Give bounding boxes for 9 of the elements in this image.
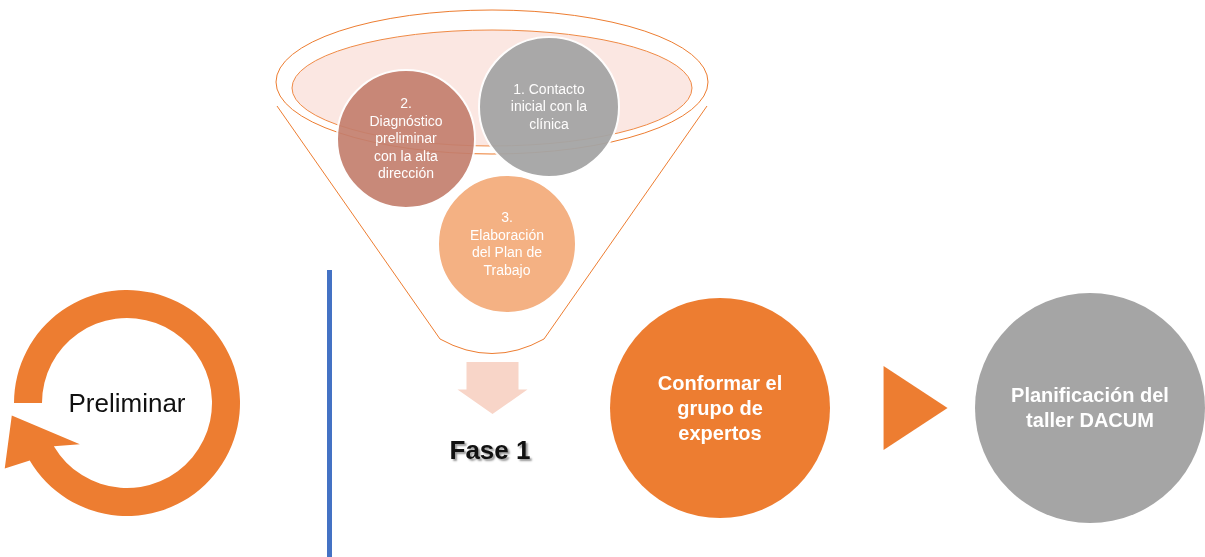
- node-label: Conformar el grupo de expertos: [656, 370, 784, 446]
- node-label: 3. Elaboración del Plan de Trabajo: [469, 209, 545, 279]
- node-label: Fase 1: [449, 434, 531, 466]
- node-label: 1. Contacto inicial con la clínica: [509, 80, 589, 134]
- triangle-arrow: [883, 366, 948, 450]
- block-arrow: [457, 362, 528, 414]
- node-label: Planificación del taller DACUM: [1011, 383, 1169, 433]
- node-label: Preliminar: [68, 387, 186, 419]
- node-label: 2. Diagnóstico preliminar con la alta dirección: [368, 95, 444, 183]
